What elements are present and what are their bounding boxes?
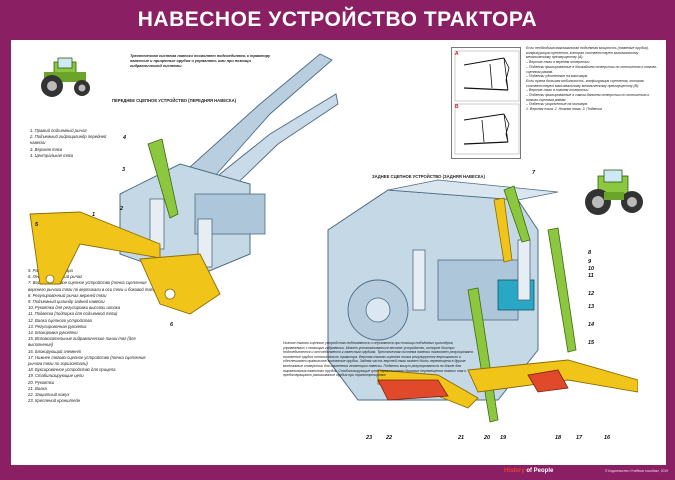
callout-4: 4 xyxy=(123,135,127,141)
footer-note: © Издательство «Учебные пособия», 2019 xyxy=(604,469,668,473)
config-label-a: A xyxy=(455,51,459,57)
front-legend-item: 1. Правый подъемный рычаг xyxy=(30,128,87,133)
callout-20: 20 xyxy=(484,435,491,441)
callout-17: 17 xyxy=(576,435,583,441)
intro-text: Трехточечная система навески позволяет п… xyxy=(130,53,271,68)
front-hitch-illustration xyxy=(29,53,339,315)
rear-legend-item: 8. Регулировочный рычаг верхней тяги xyxy=(28,292,107,298)
callout-23: 23 xyxy=(366,435,373,441)
callout-11: 11 xyxy=(588,273,594,279)
brand-part2: of People xyxy=(526,468,554,474)
tractor-rear-icon xyxy=(585,169,643,215)
callout-10: 10 xyxy=(588,266,595,272)
page-title: НАВЕСНОЕ УСТРОЙСТВО ТРАКТОРА xyxy=(137,8,538,31)
rear-legend-item: 20. Рукоятки xyxy=(28,379,55,385)
tractor-front-icon xyxy=(41,57,90,97)
rear-legend-item: 15. Вспомогательные гидравлические линии… xyxy=(28,336,136,348)
front-legend-item: 2. Подъемный гидроцилиндр передней навес… xyxy=(30,134,107,146)
callout-9: 9 xyxy=(588,259,592,265)
rear-legend-item: 9. Подъемный цилиндр задней навески xyxy=(28,299,105,305)
callout-5: 5 xyxy=(35,222,39,228)
rear-legend-item: 12. Вилка сцепного устройства xyxy=(28,317,92,323)
callout-13: 13 xyxy=(588,304,595,310)
callout-18: 18 xyxy=(555,435,562,441)
callout-19: 19 xyxy=(500,435,507,441)
publisher-logo: History of People xyxy=(504,468,651,478)
callout-1: 1 xyxy=(92,212,96,218)
rear-legend-item: 14. Блокировка рукоятки xyxy=(28,330,78,336)
callout-15: 15 xyxy=(588,340,595,346)
front-legend: 1. Правый подъемный рычаг 2. Подъемный г… xyxy=(30,128,115,159)
rear-legend-item: 18. Буксировочное устройство для прицепа xyxy=(28,367,116,373)
hitch-config-diagram xyxy=(454,50,520,155)
callout-6: 6 xyxy=(170,322,174,328)
callout-2: 2 xyxy=(120,206,124,212)
rear-legend-item: 21. Вилка xyxy=(28,385,47,391)
callout-8: 8 xyxy=(588,250,592,256)
rear-legend-item: 19. Стабилизирующие цепи xyxy=(28,373,84,379)
callout-14: 14 xyxy=(588,322,595,328)
rear-legend-item: 10. Рукоятка для регулировки высоты шток… xyxy=(28,305,121,311)
callout-16: 16 xyxy=(604,435,611,441)
callout-21: 21 xyxy=(458,435,465,441)
front-legend-item: 3. Верхняя тяга xyxy=(30,146,63,152)
rear-legend-item: 17. Нижнее тягово-сцепное устройство (то… xyxy=(28,354,146,367)
callout-3: 3 xyxy=(122,167,126,173)
rear-hitch-illustration xyxy=(327,179,638,423)
front-section-title: ПЕРЕДНЕЕ СЦЕПНОЕ УСТРОЙСТВО (ПЕРЕДНЯЯ НА… xyxy=(112,98,237,103)
rear-legend-item: 7. Верхнее тяговое сцепное устройство (т… xyxy=(28,280,157,292)
rear-legend-item: 16. Блокирующий элемент xyxy=(28,348,82,354)
rear-legend: 5. Рама оси балансира 6. Левый подъемный… xyxy=(28,268,158,404)
brand-part1: History xyxy=(504,468,525,474)
rear-legend-item: 11. Подвеска (подпорка для подъемной тяг… xyxy=(28,311,118,317)
info-panel-text: Если необходима максимальная подъемная м… xyxy=(526,46,658,112)
front-legend-item: 4. Центральная тяга xyxy=(30,152,74,158)
description-text: Нижние тягово-сцепные устройства поднима… xyxy=(283,341,474,378)
rear-legend-item: 23. Креплений кронштейн xyxy=(28,398,81,404)
footer-band xyxy=(0,465,675,480)
rear-legend-item: 22. Защитный кожух xyxy=(28,392,70,398)
callout-22: 22 xyxy=(386,435,393,441)
callout-7: 7 xyxy=(532,170,536,176)
callout-12: 12 xyxy=(588,291,595,297)
rear-legend-item: 13. Регулировочная рукоятка xyxy=(28,323,87,329)
config-label-b: B xyxy=(455,104,459,110)
info-panel: A B xyxy=(451,47,521,159)
rear-section-title: ЗАДНЕЕ СЦЕПНОЕ УСТРОЙСТВО (ЗАДНЯЯ НАВЕСК… xyxy=(372,174,485,179)
header-band xyxy=(0,0,675,42)
